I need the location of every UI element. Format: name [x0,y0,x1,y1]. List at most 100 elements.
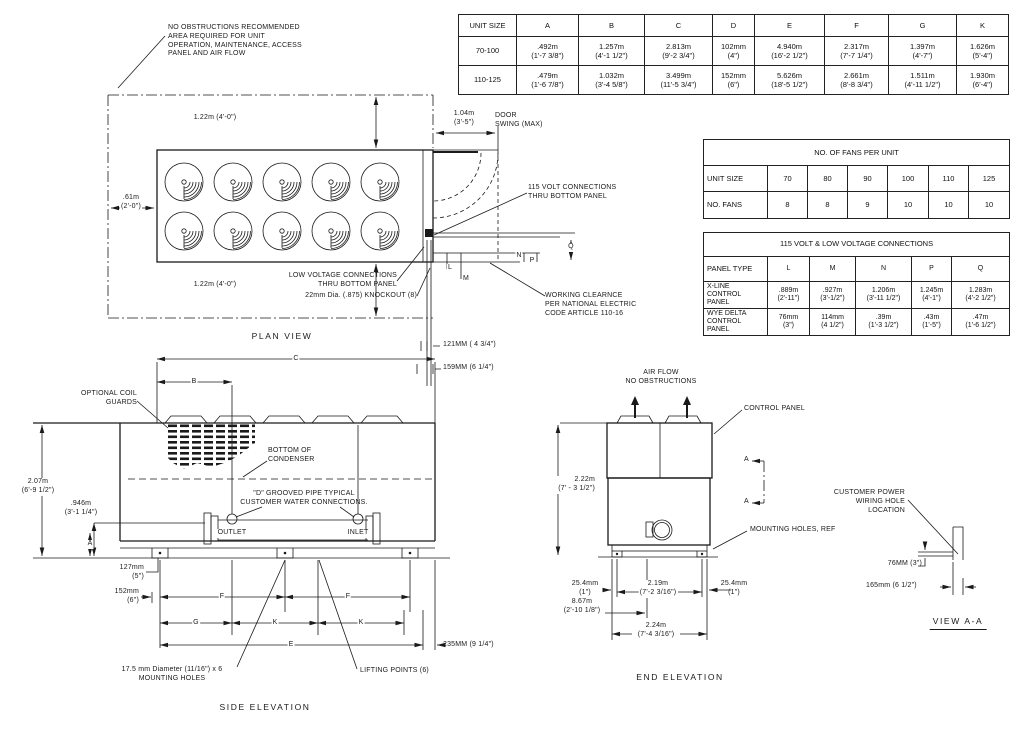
side-dim-letter-a: A [86,540,94,549]
connections-table: 115 VOLT & LOW VOLTAGE CONNECTIONS PANEL… [702,232,1011,337]
side-label-inlet: INLET [346,529,370,538]
row-header: X-LINE CONTROL PANEL [703,280,768,310]
cell: 110-125 [458,65,517,95]
cell: 4.940m (16'-2 1/2") [754,36,825,66]
plan-label-knockout: 22mm Dia. (.875) KNOCKOUT (8) [305,292,417,299]
plan-dim-letter-l: L [446,264,454,273]
side-dim-152mm: 152mm (6") [114,588,139,604]
plan-dim-door-swing: 1.04m (3'-5") [453,110,475,126]
viewaa-label-customer-power: CUSTOMER POWER WIRING HOLE LOCATION [833,489,905,514]
cell: 1.397m (4'-7") [888,36,957,66]
plan-label-working-clearance: WORKING CLEARNCE PER NATIONAL ELECTRIC C… [545,292,637,317]
col-header: Q [950,256,1011,282]
table-row: NO. OF FANS PER UNIT [702,139,1011,166]
table-title: 115 VOLT & LOW VOLTAGE CONNECTIONS [702,232,1011,257]
plan-label-low-voltage: LOW VOLTAGE CONNECTIONS THRU BOTTOM PANE… [288,272,397,288]
end-dim-867: 8.67m (2'-10 1/8") [563,598,601,614]
end-section-a-bottom: A [743,498,750,507]
row-header: UNIT SIZE [703,165,768,192]
side-label-grooved-pipe: "D" GROOVED PIPE TYPICAL CUSTOMER WATER … [240,490,368,506]
cell: 70-100 [458,36,517,66]
cell: .47m (1'-6 1/2") [950,308,1011,337]
cell: 110 [928,165,969,192]
side-label-coil-guards: OPTIONAL COIL GUARDS [80,390,137,406]
end-label-airflow: AIR FLOW NO OBSTRUCTIONS [625,369,697,385]
plan-dim-top: 1.22m (4'-0") [193,114,237,121]
cell: 1.257m (4'-1 1/2") [578,36,645,66]
col-header: B [578,14,645,37]
cell: 152mm (6") [712,65,755,95]
cell: 9 [847,191,888,219]
airflow-arrows [631,396,691,405]
cell: 1.032m (3'-4 5/8") [578,65,645,95]
cell: .39m (1'-3 1/2") [855,308,912,337]
end-elevation-title: END ELEVATION [636,672,724,682]
col-header: E [754,14,825,37]
plan-dim-left: .61m (2'-0") [119,194,143,212]
side-dim-letter-k1: K [271,619,279,628]
plan-view-drawing [107,35,575,386]
side-dim-946: .946m (3'-1 1/4") [63,500,99,518]
cell: .927m (3'-1/2") [809,280,856,310]
cell: 100 [887,165,929,192]
end-dim-219: 2.19m (7'-2 3/16") [638,580,678,598]
side-label-outlet: OUTLET [216,529,248,538]
view-aa-title: VIEW A-A [929,616,987,630]
plan-dim-letter-n: N [515,252,523,261]
col-header: L [767,256,810,282]
plan-dim-159mm: 159MM (6 1/4") [443,364,494,371]
end-dim-224: 2.24m (7'-4 3/16") [636,622,676,640]
col-header: N [855,256,912,282]
cell: 8 [767,191,808,219]
col-header: D [712,14,755,37]
row-header: WYE DELTA CONTROL PANEL [703,308,768,337]
view-aa-drawing [907,499,976,595]
col-header: UNIT SIZE [458,14,517,37]
cell: .889m (2'-11") [767,280,810,310]
table-row: 110-125.479m (1'-6 7/8")1.032m (3'-4 5/8… [458,65,1009,95]
end-label-control-panel: CONTROL PANEL [744,405,805,412]
cell: 70 [767,165,808,192]
side-label-lifting-points: LIFTING POINTS (6) [360,667,429,674]
plan-note-no-obstructions: NO OBSTRUCTIONS RECOMMENDED AREA REQUIRE… [168,24,302,58]
col-header: PANEL TYPE [703,256,768,282]
cell: 76mm (3") [767,308,810,337]
plan-dim-bottom: 1.22m (4'-0") [193,281,237,288]
end-dim-254-right: 25.4mm (1") [720,580,748,596]
end-elevation-drawing [555,396,765,640]
cell: .492m (1'-7 3/8") [516,36,579,66]
side-label-mounting-holes: 17.5 mm Diameter (11/16") x 6 MOUNTING H… [121,666,223,682]
col-header: P [911,256,952,282]
cell: .43m (1'-5") [911,308,952,337]
side-dim-235mm: 235MM (9 1/4") [443,641,494,648]
plan-dim-letter-q: Q [567,243,575,252]
plan-label-door-swing: DOOR SWING (MAX) [495,112,543,128]
cell: 10 [967,191,1011,219]
plan-dim-letter-p: P [528,257,536,266]
cell: 2.317m (7'-7 1/4") [824,36,889,66]
cell: 90 [847,165,888,192]
cell: 3.499m (11'-5 3/4") [644,65,713,95]
side-elevation-title: SIDE ELEVATION [219,702,311,712]
col-header: F [824,14,889,37]
col-header: A [516,14,579,37]
cell: 10 [887,191,929,219]
side-dim-letter-g: G [192,619,200,628]
end-section-a-top: A [743,456,750,465]
plan-dim-letter-m: M [461,275,471,284]
cell: 10 [928,191,969,219]
table-row: 115 VOLT & LOW VOLTAGE CONNECTIONS [702,232,1011,257]
side-dim-letter-e: E [287,641,295,650]
plan-dim-121mm: 121MM ( 4 3/4") [443,341,496,348]
cell: 1.511m (4'-11 1/2") [888,65,957,95]
side-dim-letter-k2: K [357,619,365,628]
side-dim-letter-b: B [190,378,198,387]
col-header: C [644,14,713,37]
